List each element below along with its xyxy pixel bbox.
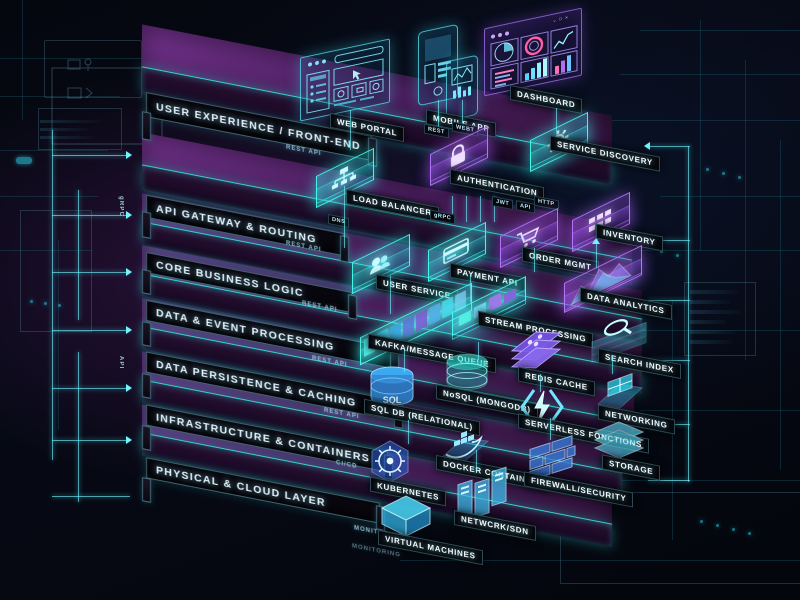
- node-redis-cache[interactable]: REDIS CACHE: [510, 331, 595, 397]
- user-group-icon: [352, 234, 408, 291]
- stream-blocks-icon: [452, 276, 524, 333]
- node-search-index[interactable]: SEARCH INDEX: [590, 318, 681, 380]
- node-sql-db[interactable]: SQL SQL DB (RELATIONAL): [364, 366, 480, 437]
- svg-text:SQL: SQL: [383, 395, 402, 405]
- svg-text:⌄ ◻ ✕: ⌄ ◻ ✕: [553, 15, 568, 24]
- node-storage[interactable]: STORAGE: [592, 420, 661, 481]
- node-nosql-mongodb[interactable]: NoSQL (MONGODB): [436, 354, 538, 420]
- node-virtual-machines[interactable]: VIRTUAL MACHINES: [378, 494, 483, 566]
- rail-label-grpc: gRPC: [118, 196, 124, 218]
- rail-label-api: API: [118, 356, 124, 370]
- analytics-dashboard-icon: ⌄ ◻ ✕: [484, 7, 582, 97]
- disk-stack-icon: [592, 420, 646, 462]
- credit-card-icon: [428, 222, 484, 279]
- smartphone-secondary-icon: [446, 54, 478, 122]
- padlock-icon: [430, 126, 486, 183]
- node-serverless-functions[interactable]: SERVERLESS FONCTIONS: [518, 386, 649, 454]
- network-tree-icon: [316, 148, 372, 205]
- brick-wall-icon: [528, 430, 578, 490]
- cube-icon: [378, 494, 434, 540]
- node-docker-containers[interactable]: DOCKER CONTAINERS: [436, 424, 552, 493]
- node-networking[interactable]: NETWORKING: [594, 372, 675, 435]
- docker-whale-icon: [436, 414, 492, 476]
- node-network-sdn[interactable]: NETWCRK/SDN: [454, 466, 536, 542]
- browser-window-icon: [300, 38, 390, 122]
- layered-disks-icon: [510, 323, 562, 384]
- kubernetes-helm-icon: [368, 440, 412, 484]
- shopping-cart-icon: [500, 208, 556, 265]
- node-kubernetes[interactable]: KUBERNETES: [368, 440, 447, 507]
- node-label-authentication: AUTHENTICATION: [457, 173, 538, 198]
- network-cube-icon: [594, 363, 646, 424]
- smartphone-icon: [418, 23, 458, 107]
- node-firewall-security[interactable]: FIREWALL/SECURITY: [524, 435, 634, 508]
